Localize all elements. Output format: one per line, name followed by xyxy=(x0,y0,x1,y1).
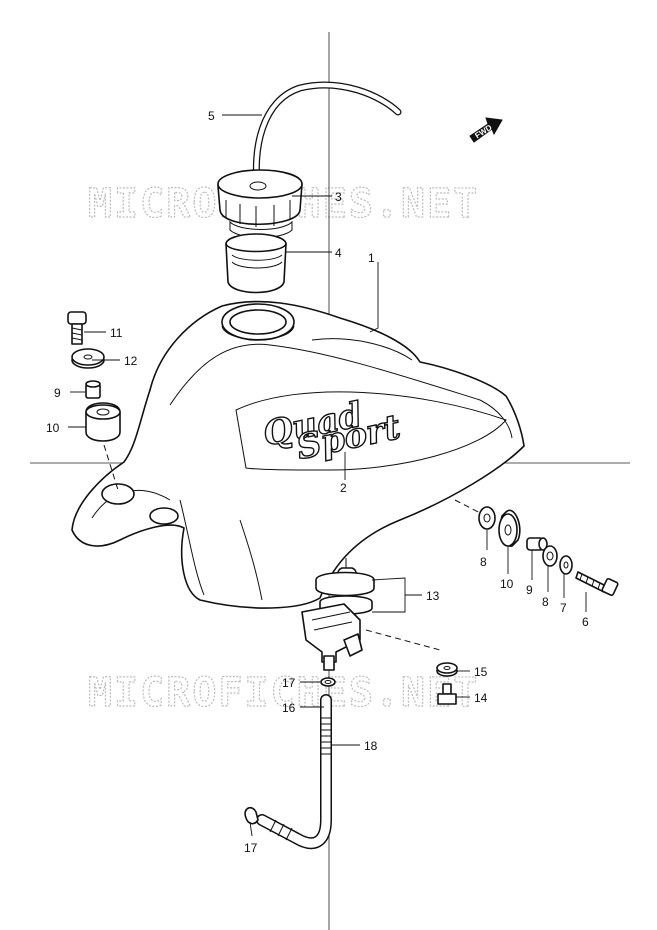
forward-direction-arrow: FWD xyxy=(469,117,503,143)
callout-8-inner: 8 xyxy=(480,555,487,569)
callout-3: 3 xyxy=(335,190,342,204)
screw-fuel-cock xyxy=(437,683,457,705)
callout-9-right: 9 xyxy=(526,583,533,597)
washer-left xyxy=(71,348,105,369)
washer-fuel-cock xyxy=(436,662,458,677)
washer-right-middle xyxy=(542,545,558,567)
callout-11: 11 xyxy=(110,326,123,340)
callout-4: 4 xyxy=(335,246,342,260)
callout-18: 18 xyxy=(364,739,378,753)
callout-1: 1 xyxy=(368,251,375,265)
fuel-strainer xyxy=(225,233,287,294)
callout-10-right: 10 xyxy=(500,577,514,591)
fuel-tank xyxy=(71,300,525,609)
callout-2: 2 xyxy=(340,481,347,495)
hose-clip-upper xyxy=(320,677,336,687)
callout-17-lower: 17 xyxy=(244,841,258,855)
fuel-cock-screw-centerline xyxy=(365,629,441,651)
collar-left xyxy=(85,380,101,399)
callout-6: 6 xyxy=(582,615,589,629)
washer-right-inner xyxy=(478,506,496,530)
callout-5: 5 xyxy=(208,109,215,123)
cushion-right xyxy=(498,509,521,547)
bolt-left xyxy=(67,311,87,345)
fuel-hose xyxy=(256,694,332,850)
callout-10-left: 10 xyxy=(46,421,60,435)
callout-16: 16 xyxy=(282,701,296,715)
right-mount-centerline xyxy=(454,499,483,515)
fuel-cock xyxy=(301,558,375,671)
callout-12: 12 xyxy=(124,354,138,368)
callout-15: 15 xyxy=(474,665,488,679)
collar-right xyxy=(526,537,548,551)
callout-14: 14 xyxy=(474,691,488,705)
watermark-bottom: MICROFICHES.NET xyxy=(88,670,479,716)
callout-17-upper: 17 xyxy=(282,676,296,690)
callout-9-left: 9 xyxy=(54,386,61,400)
callout-8-outer: 8 xyxy=(542,595,549,609)
breather-hose xyxy=(254,82,401,193)
callout-13: 13 xyxy=(426,589,440,603)
callout-7: 7 xyxy=(560,601,567,615)
bolt-right xyxy=(575,571,619,597)
cushion-left xyxy=(85,402,121,442)
fuel-cap xyxy=(217,169,303,238)
washer-right-outer xyxy=(559,555,573,575)
hose-clip-lower xyxy=(244,806,259,825)
leader-lines xyxy=(68,114,587,837)
left-mount-centerline xyxy=(103,444,119,491)
tank-filler-opening xyxy=(221,303,295,341)
